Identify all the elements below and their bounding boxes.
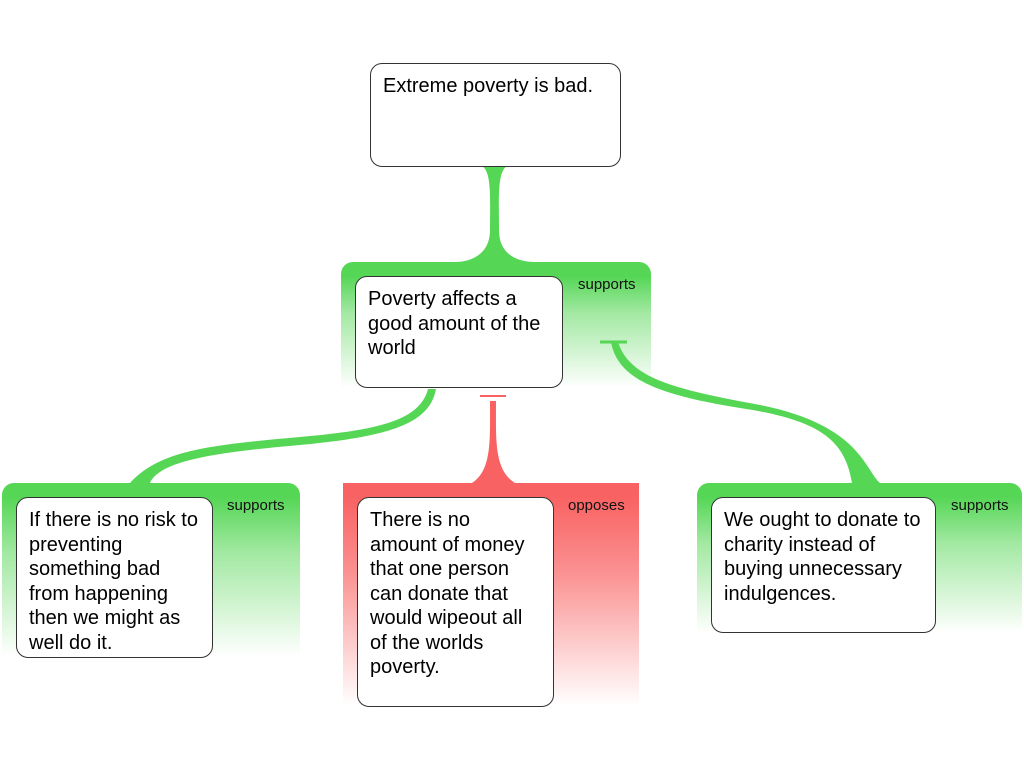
root-claim-text: Extreme poverty is bad.: [383, 75, 594, 97]
claim-text: There is no amount of money that one per…: [370, 509, 525, 678]
claim-text: Poverty affects a good amount of the wor…: [368, 288, 541, 359]
relation-label: supports: [227, 497, 285, 514]
claim-text: If there is no risk to preventing someth…: [29, 509, 198, 654]
connector-claim1-claim3: [472, 401, 515, 483]
connector-claim1-claim2: [130, 389, 436, 483]
relation-label: supports: [951, 497, 1009, 514]
relation-label: opposes: [568, 497, 625, 514]
root-claim-card[interactable]: Extreme poverty is bad.: [370, 63, 621, 167]
claim-card-4[interactable]: We ought to donate to charity instead of…: [711, 497, 936, 633]
claim-card-2[interactable]: If there is no risk to preventing someth…: [16, 497, 213, 658]
claim-text: We ought to donate to charity instead of…: [724, 509, 921, 605]
claim-card-1[interactable]: Poverty affects a good amount of the wor…: [355, 276, 563, 388]
connector-claim1-claim4: [611, 342, 880, 483]
relation-label: supports: [578, 276, 636, 293]
connector-root-claim1: [455, 166, 535, 262]
claim-card-3[interactable]: There is no amount of money that one per…: [357, 497, 554, 707]
